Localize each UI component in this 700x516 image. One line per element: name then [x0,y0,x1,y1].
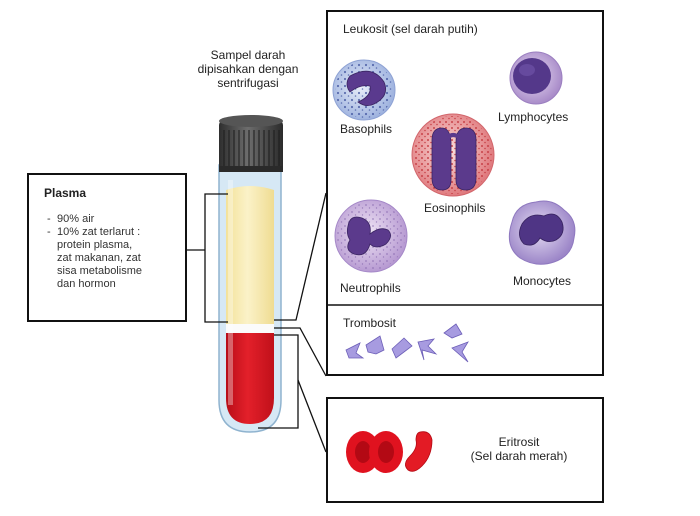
blood-layer [226,333,274,424]
eritrosit-subtitle: (Sel darah merah) [470,449,568,463]
neutrophils-label: Neutrophils [340,281,401,295]
monocytes-label: Monocytes [513,274,572,288]
plasma-subitem: sisa metabolisme [57,265,142,277]
plasma-layer [226,186,274,325]
lymphocyte-cell [509,51,563,105]
sample-caption: Sampel darah dipisahkan dengan sentrifug… [180,48,316,90]
eritrosit-box [326,397,604,503]
tube-cap [219,120,283,172]
erythrocytes [346,431,433,473]
eosinophil-cell [411,113,495,197]
sample-caption-line-3: sentrifugasi [217,76,279,90]
plasma-subitem: dan hormon [57,278,116,290]
platelet [365,335,385,355]
buffy-coat-layer [226,324,274,334]
trombosit-title: Trombosit [343,316,396,330]
neutrophil-cell [334,199,408,273]
basophils-label: Basophils [340,122,393,136]
connector-lines [187,192,327,453]
plasma-subitem: zat makanan, zat [57,252,141,264]
plasma-box: Plasma 90% air 10% zat terlarut : protei… [27,173,187,322]
plasma-item-water: 90% air [47,213,142,226]
basophil-cell [332,59,396,121]
eritrosit-title: Eritrosit [498,435,540,449]
platelet [417,338,438,361]
plasma-title: Plasma [44,186,87,200]
plasma-sublist: protein plasma, zat makanan, zat sisa me… [57,239,142,291]
plasma-item-solutes-text: 10% zat terlarut : [57,226,141,238]
erythrocyte [405,431,433,472]
plasma-item-solutes: 10% zat terlarut : protein plasma, zat m… [47,226,142,291]
platelet [443,323,463,339]
sample-caption-line-1: Sampel darah [210,48,286,62]
sample-caption-line-2: dipisahkan dengan [197,62,299,76]
leukosit-title: Leukosit (sel darah putih) [343,22,478,36]
platelets [345,323,469,363]
test-tube [218,115,283,433]
eosinophils-label: Eosinophils [424,201,486,215]
platelet [345,342,365,359]
platelet [451,341,469,363]
plasma-subitem: protein plasma, [57,239,133,251]
monocyte-cell [508,200,576,265]
plasma-item-water-text: 90% air [57,213,95,225]
plasma-list: 90% air 10% zat terlarut : protein plasm… [47,213,142,291]
platelet [391,337,413,359]
leukosit-box [326,10,604,376]
lymphocytes-label: Lymphocytes [498,110,569,124]
